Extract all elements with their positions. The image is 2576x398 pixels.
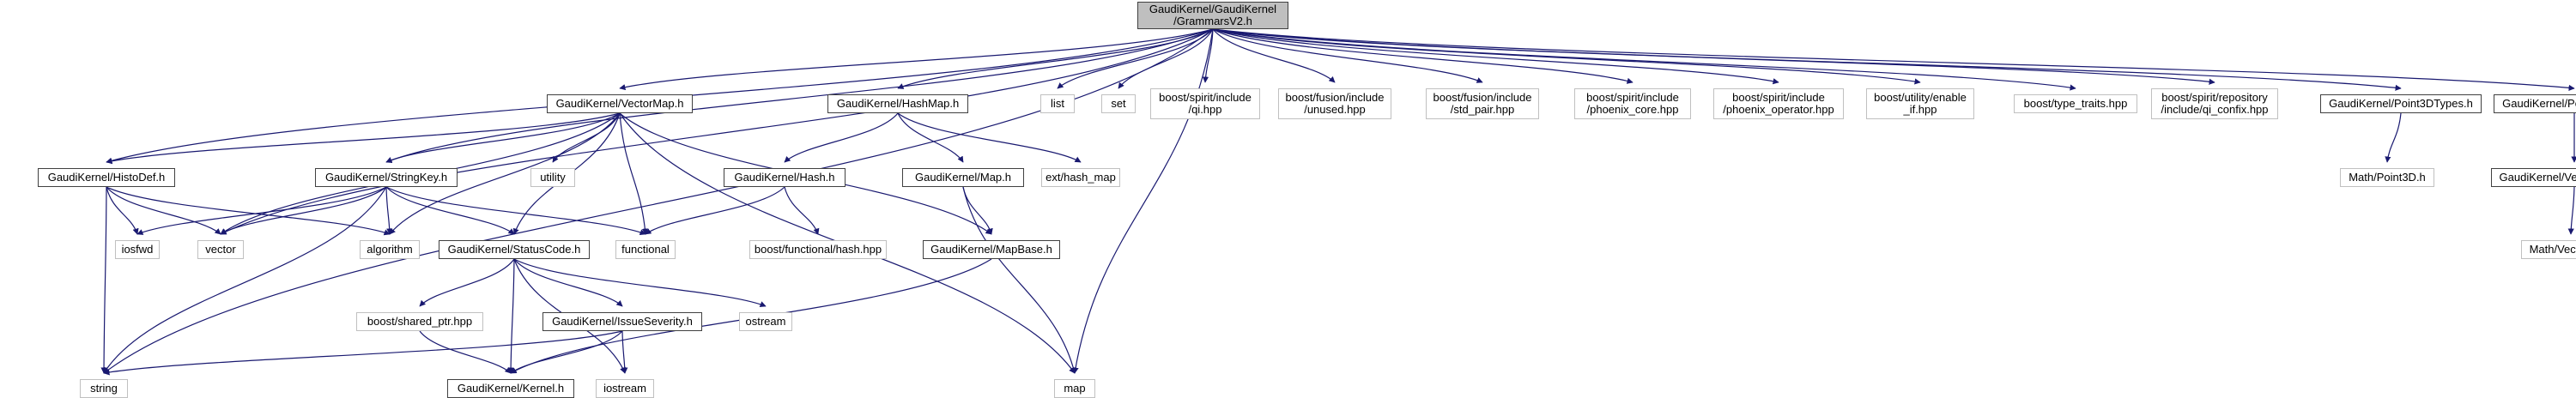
graph-edge (1212, 28, 1483, 83)
graph-node[interactable]: algorithm (360, 240, 420, 259)
graph-node[interactable]: GaudiKernel/IssueSeverity.h (542, 312, 702, 331)
graph-edge (619, 28, 1214, 91)
graph-node[interactable]: GaudiKernel/MapBase.h (923, 240, 1060, 259)
graph-edge (962, 186, 993, 235)
graph-node[interactable]: GaudiKernel/VectorMap.h (547, 94, 693, 113)
graph-node[interactable]: GaudiKernel/StatusCode.h (439, 240, 590, 259)
graph-edge (220, 28, 1214, 235)
graph-edge (103, 28, 1214, 374)
graph-node[interactable]: GaudiKernel/Map.h (902, 168, 1024, 187)
graph-edge (100, 186, 107, 374)
graph-edge (106, 112, 621, 165)
graph-edge (897, 112, 1082, 163)
graph-node[interactable]: GaudiKernel/Point3DTypes.h (2320, 94, 2482, 113)
graph-edge (1212, 28, 2076, 91)
graph-edge (389, 112, 621, 235)
graph-edge (510, 330, 623, 374)
graph-edge (103, 186, 387, 374)
graph-edge (385, 186, 393, 235)
graph-node[interactable]: string (80, 379, 128, 398)
graph-node[interactable]: iostream (596, 379, 654, 398)
graph-node[interactable]: boost/utility/enable _if.hpp (1866, 88, 1974, 119)
graph-edge (106, 186, 139, 235)
graph-node[interactable]: Math/Point3D.h (2340, 168, 2434, 187)
graph-node[interactable]: boost/fusion/include /std_pair.hpp (1426, 88, 1539, 119)
graph-edge (1118, 28, 1214, 89)
graph-node[interactable]: ostream (739, 312, 792, 331)
graph-edge (103, 330, 623, 376)
graph-node[interactable]: boost/spirit/include /phoenix_operator.h… (1713, 88, 1844, 119)
graph-edge (621, 330, 628, 374)
graph-node[interactable]: boost/shared_ptr.hpp (356, 312, 483, 331)
graph-edge (419, 330, 512, 374)
graph-edge (136, 186, 387, 235)
graph-edge (897, 112, 964, 163)
graph-node[interactable]: GaudiKernel/Point4DTypes.h (2494, 94, 2576, 113)
graph-edge (619, 112, 648, 235)
graph-edge (1202, 28, 1214, 83)
graph-node[interactable]: list (1040, 94, 1075, 113)
graph-edge (1072, 28, 1214, 374)
graph-edge (962, 186, 1076, 374)
graph-edge (513, 258, 623, 307)
graph-node[interactable]: boost/fusion/include /unused.hpp (1278, 88, 1391, 119)
graph-node[interactable]: GaudiKernel/HashMap.h (827, 94, 968, 113)
graph-edge (419, 258, 515, 307)
graph-edge (1212, 28, 2575, 91)
graph-edge (385, 28, 1214, 164)
graph-edge (784, 186, 820, 235)
graph-edge (1212, 28, 1633, 84)
graph-node[interactable]: boost/spirit/repository /include/qi_conf… (2151, 88, 2278, 119)
graph-node[interactable]: functional (615, 240, 676, 259)
graph-edge (106, 186, 221, 235)
graph-edge (1212, 28, 2402, 91)
graph-node[interactable]: ext/hash_map (1041, 168, 1120, 187)
graph-edge (1212, 28, 1779, 85)
graph-node[interactable]: utility (530, 168, 575, 187)
graph-edge (2567, 186, 2575, 235)
graph-node[interactable]: iosfwd (115, 240, 160, 259)
graph-edge (552, 112, 621, 163)
graph-edge (385, 186, 515, 235)
graph-node[interactable]: boost/spirit/include /phoenix_core.hpp (1574, 88, 1691, 119)
graph-node[interactable]: GaudiKernel/HistoDef.h (38, 168, 175, 187)
graph-edge (1212, 28, 1336, 83)
graph-edge (385, 186, 646, 236)
graph-edge (1212, 28, 1921, 85)
graph-edge (645, 186, 785, 235)
graph-node[interactable]: GaudiKernel/Vector4DTypes.h (2491, 168, 2576, 187)
graph-edge (513, 258, 767, 307)
graph-edge (385, 112, 621, 163)
edge-group (100, 28, 2576, 376)
graph-edge (106, 186, 391, 236)
graph-node[interactable]: map (1054, 379, 1095, 398)
graph-node[interactable]: GaudiKernel/StringKey.h (315, 168, 458, 187)
graph-node[interactable]: Math/Vector4D.h (2521, 240, 2576, 259)
graph-edge (784, 112, 899, 163)
graph-node[interactable]: boost/spirit/include /qi.hpp (1150, 88, 1260, 119)
graph-edge (507, 258, 515, 374)
graph-edge (2385, 112, 2402, 163)
graph-node[interactable]: GaudiKernel/GaudiKernel /GrammarsV2.h (1137, 2, 1288, 29)
graph-node[interactable]: GaudiKernel/Hash.h (724, 168, 846, 187)
graph-node[interactable]: boost/type_traits.hpp (2014, 94, 2137, 113)
graph-edge (220, 186, 387, 235)
graph-node[interactable]: vector (197, 240, 244, 259)
graph-node[interactable]: set (1101, 94, 1136, 113)
graph-node[interactable]: boost/functional/hash.hpp (749, 240, 887, 259)
graph-node[interactable]: GaudiKernel/Kernel.h (447, 379, 574, 398)
